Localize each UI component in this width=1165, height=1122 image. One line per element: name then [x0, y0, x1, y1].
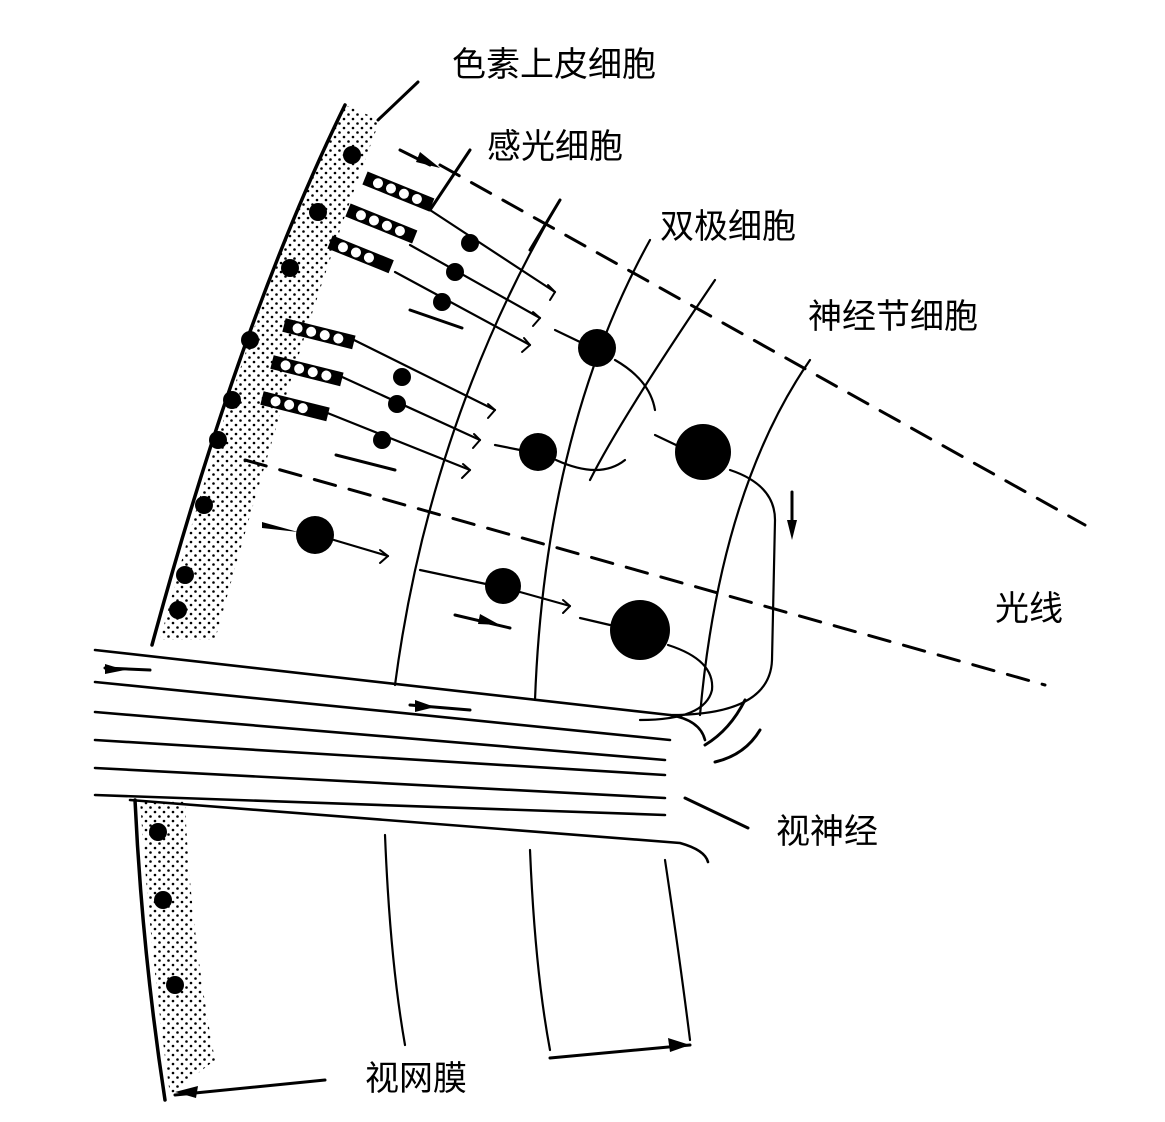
label-pigment-epithelium: 色素上皮细胞 [452, 45, 656, 85]
pigment-cells-upper [169, 146, 361, 619]
label-light: 光线 [995, 589, 1063, 629]
label-bipolar: 双极细胞 [660, 207, 796, 247]
outer-boundary-upper [150, 103, 347, 647]
photoreceptor-nuclei [373, 234, 479, 449]
radial-fibers [383, 198, 812, 1052]
outer-boundary-lower [133, 798, 167, 1102]
optic-nerve-fibers [93, 648, 710, 864]
photoreceptor-axons [323, 208, 557, 472]
ganglion-cells [578, 424, 777, 722]
label-photoreceptor: 感光细胞 [487, 127, 623, 167]
label-optic-nerve: 视神经 [776, 812, 878, 852]
light-rays [243, 163, 1087, 687]
photoreceptor-cells [260, 171, 435, 422]
pigment-epithelium-band-upper [160, 105, 380, 640]
label-retina: 视网膜 [365, 1059, 467, 1099]
leader-lines [376, 80, 562, 252]
pigment-cells-lower [149, 823, 184, 994]
arrows [103, 148, 797, 1098]
label-ganglion: 神经节细胞 [808, 297, 978, 337]
bipolar-cells [262, 328, 657, 608]
pigment-epithelium-band-lower [140, 800, 215, 1095]
